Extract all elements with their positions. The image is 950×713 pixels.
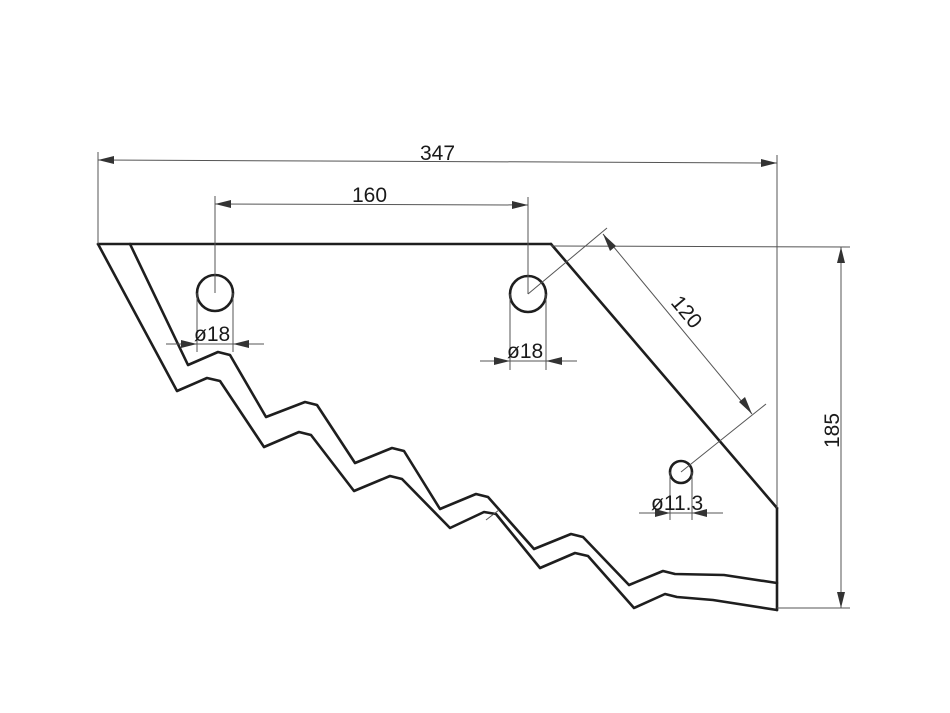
dimension-label-185: 185 — [821, 413, 844, 448]
dimension-label-hole-left: ø18 — [194, 323, 230, 346]
dimension-label-120: 120 — [666, 291, 706, 333]
dimension-label-hole-middle: ø18 — [507, 340, 543, 363]
blade-outline — [96, 242, 779, 612]
dimension-hole-left-diameter: ø18 — [166, 293, 264, 352]
dimension-overall-height: 185 — [550, 245, 851, 609]
dimension-label-347: 347 — [420, 142, 455, 165]
dimension-hole-middle-diameter: ø18 — [480, 294, 577, 370]
dimension-angled-edge: 120 — [527, 227, 767, 473]
dimension-label-hole-small: ø11.3 — [651, 492, 703, 515]
dimension-overall-width: 347 — [97, 142, 778, 508]
section-tick — [485, 509, 500, 521]
dimension-hole-small-diameter: ø11.3 — [639, 472, 723, 520]
dimension-label-160: 160 — [352, 184, 387, 207]
dimension-hole-spacing: 160 — [214, 184, 529, 294]
inner-serrated-edge — [128, 242, 779, 587]
holes — [195, 273, 694, 485]
outer-serrated-edge — [96, 242, 779, 612]
